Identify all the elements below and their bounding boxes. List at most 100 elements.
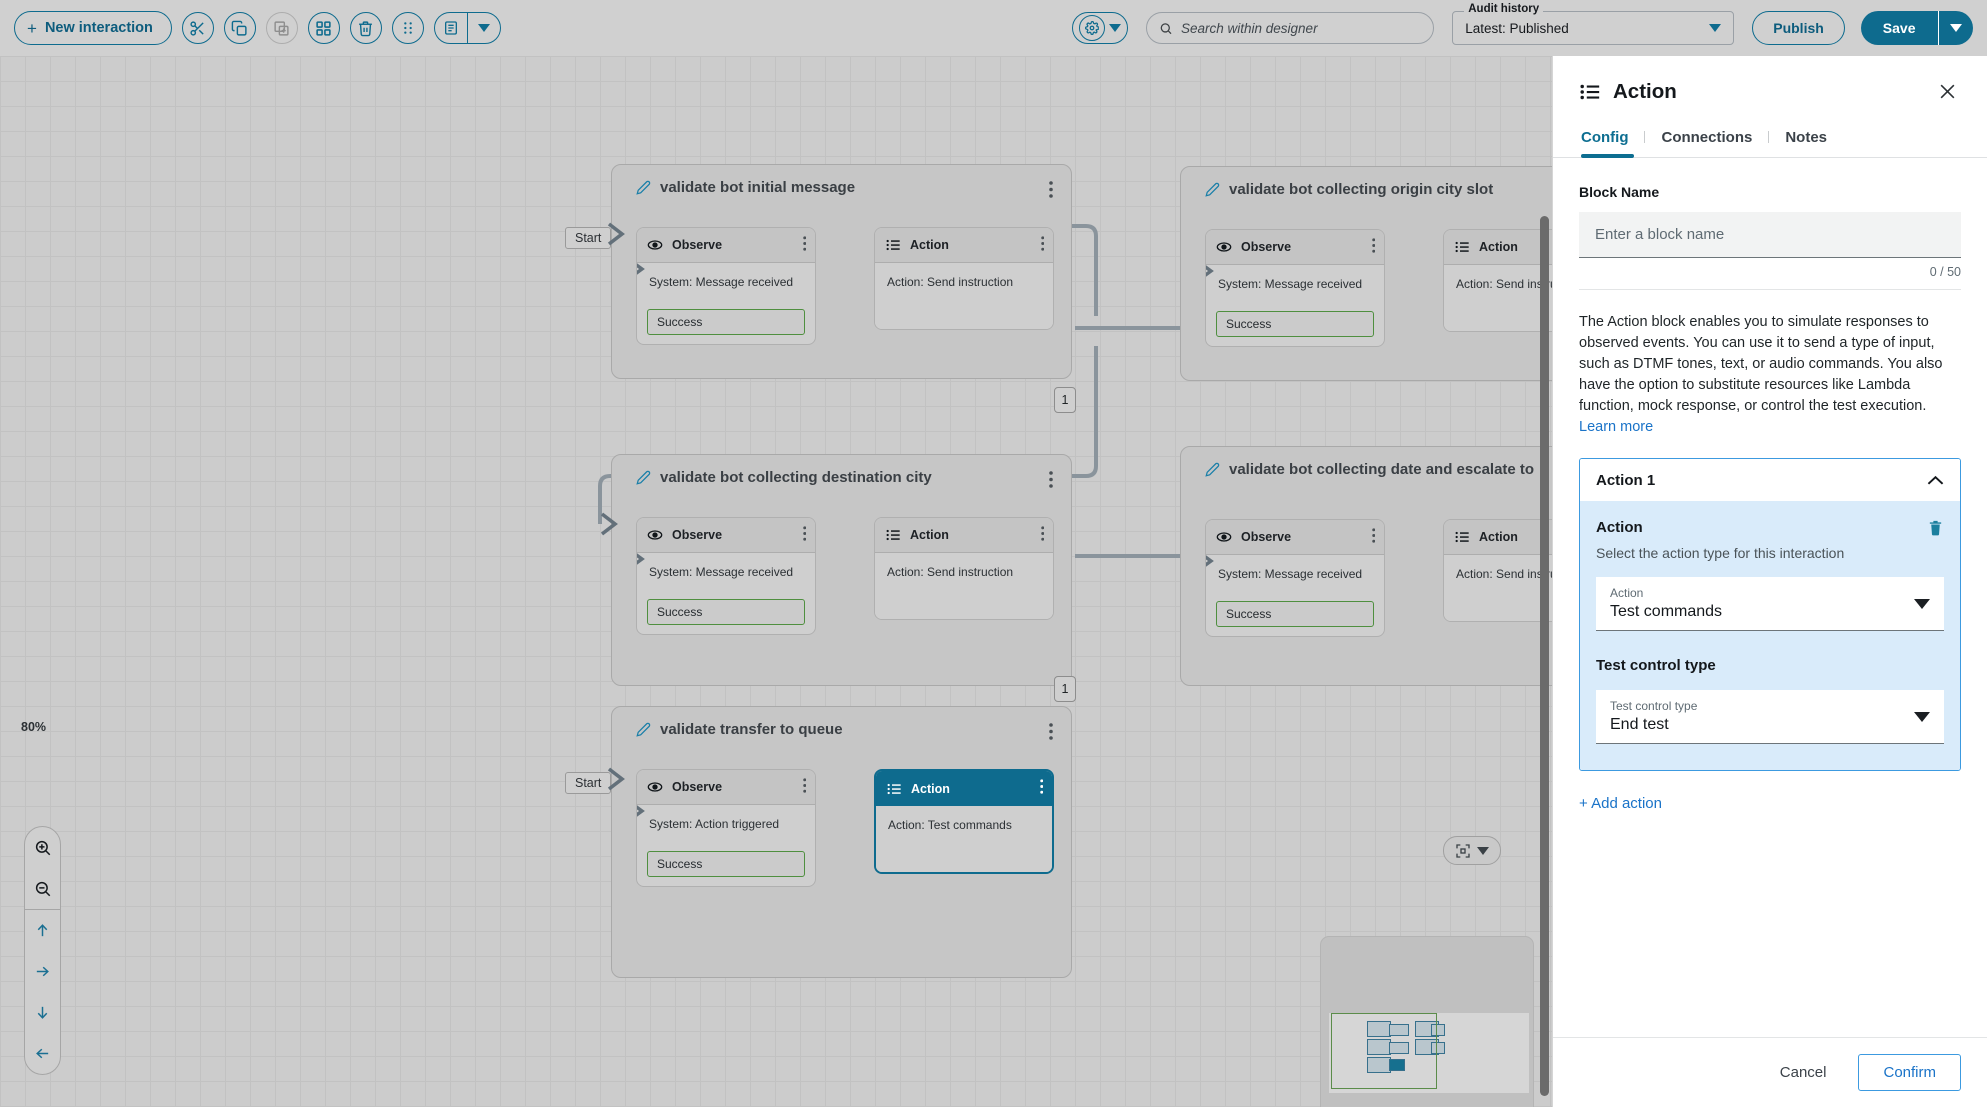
node-menu-button[interactable]	[1371, 528, 1376, 543]
flow-group[interactable]: validate bot collecting origin city slot…	[1180, 166, 1552, 381]
flow-group[interactable]: validate transfer to queue Observe Syste…	[611, 706, 1072, 978]
publish-button[interactable]: Publish	[1752, 11, 1845, 45]
node-type-label: Observe	[1241, 240, 1292, 254]
copy-icon-button[interactable]	[223, 12, 256, 44]
observe-node[interactable]: Observe System: Action triggered Success	[636, 769, 816, 887]
learn-more-link[interactable]: Learn more	[1579, 419, 1654, 436]
audit-history-select[interactable]: Latest: Published	[1452, 11, 1735, 45]
delete-icon-button[interactable]	[349, 12, 382, 44]
search-box[interactable]	[1146, 12, 1435, 44]
action-node-selected[interactable]: Action Action: Test commands	[874, 769, 1054, 874]
action-node[interactable]: Action Action: Send instruction	[874, 517, 1054, 620]
observe-node[interactable]: Observe System: Message received Success	[1205, 519, 1385, 637]
node-menu-button[interactable]	[1040, 236, 1045, 251]
node-header[interactable]: Action	[875, 228, 1053, 263]
gear-icon-button[interactable]	[1079, 15, 1106, 41]
observe-node[interactable]: Observe System: Message received Success	[636, 227, 816, 345]
flow-group-menu-button[interactable]	[1049, 471, 1053, 488]
node-header[interactable]: Action	[1444, 230, 1552, 265]
edit-pencil-icon[interactable]	[636, 722, 651, 737]
minimap-toggle-button[interactable]	[1443, 836, 1501, 865]
pan-up-button[interactable]	[25, 910, 60, 951]
search-input[interactable]	[1180, 20, 1422, 36]
node-header[interactable]: Action	[876, 771, 1052, 806]
chevron-down-icon[interactable]	[1109, 24, 1122, 32]
group-icon-button[interactable]	[307, 12, 340, 44]
collapse-button[interactable]	[1927, 475, 1944, 486]
flow-group[interactable]: validate bot collecting date and escalat…	[1180, 446, 1552, 686]
paste-icon-button[interactable]	[265, 12, 298, 44]
action-node[interactable]: Action Action: Send instruction	[874, 227, 1054, 330]
node-header[interactable]: Observe	[637, 770, 815, 805]
block-name-input[interactable]	[1579, 212, 1961, 258]
tab-config[interactable]: Config	[1579, 121, 1644, 158]
node-output-port[interactable]: Success	[647, 851, 805, 877]
flow-group-menu-button[interactable]	[1049, 723, 1053, 740]
flow-group-title[interactable]: validate bot collecting date and escalat…	[1205, 461, 1534, 478]
minimap-viewport[interactable]	[1331, 1013, 1437, 1089]
action-node[interactable]: Action Action: Send instruc	[1443, 229, 1552, 332]
save-button[interactable]: Save	[1860, 11, 1938, 45]
cut-icon-button[interactable]	[181, 12, 214, 44]
zoom-out-button[interactable]	[25, 868, 60, 909]
node-header[interactable]: Action	[875, 518, 1053, 553]
zoom-in-button[interactable]	[25, 827, 60, 868]
flow-group[interactable]: validate bot collecting destination city…	[611, 454, 1072, 686]
canvas-scrollbar[interactable]	[1540, 216, 1549, 1096]
node-type-label: Observe	[672, 528, 723, 542]
node-header[interactable]: Observe	[637, 518, 815, 553]
node-header[interactable]: Action	[1444, 520, 1552, 555]
flow-group-title[interactable]: validate transfer to queue	[636, 721, 843, 738]
node-menu-button[interactable]	[1371, 238, 1376, 253]
add-action-link[interactable]: + Add action	[1579, 795, 1662, 813]
node-menu-button[interactable]	[802, 526, 807, 541]
confirm-button[interactable]: Confirm	[1858, 1054, 1961, 1091]
observe-node[interactable]: Observe System: Message received Success	[1205, 229, 1385, 347]
save-dropdown-button[interactable]	[1939, 11, 1973, 45]
new-interaction-button[interactable]: + New interaction	[14, 11, 172, 45]
drag-handle-icon-button[interactable]	[391, 12, 424, 44]
connection-label[interactable]: 1	[1054, 676, 1076, 702]
tab-connections[interactable]: Connections	[1661, 129, 1753, 146]
node-output-port[interactable]: Success	[1216, 601, 1374, 627]
node-output-port[interactable]: Success	[647, 599, 805, 625]
node-header[interactable]: Observe	[1206, 520, 1384, 555]
pan-down-button[interactable]	[25, 992, 60, 1033]
node-output-port[interactable]: Success	[647, 309, 805, 335]
edit-pencil-icon[interactable]	[636, 180, 651, 195]
action-node[interactable]: Action Action: Send instruc	[1443, 519, 1552, 622]
node-menu-button[interactable]	[1040, 526, 1045, 541]
cancel-button[interactable]: Cancel	[1770, 1056, 1837, 1089]
flow-canvas[interactable]: validate bot initial message Observe Sys…	[0, 56, 1552, 1107]
edit-pencil-icon[interactable]	[1205, 182, 1220, 197]
flow-group-title[interactable]: validate bot collecting destination city	[636, 469, 932, 486]
node-menu-button[interactable]	[802, 778, 807, 793]
settings-split-button[interactable]	[1072, 12, 1129, 44]
node-header[interactable]: Observe	[1206, 230, 1384, 265]
node-menu-button[interactable]	[1039, 779, 1044, 794]
node-menu-button[interactable]	[802, 236, 807, 251]
action-card-header[interactable]: Action 1	[1580, 459, 1960, 502]
notes-icon-button[interactable]	[435, 13, 467, 43]
notes-dropdown-button[interactable]	[468, 13, 500, 43]
pan-right-button[interactable]	[25, 951, 60, 992]
action-type-select[interactable]: Action Test commands	[1596, 577, 1944, 632]
edit-pencil-icon[interactable]	[1205, 462, 1220, 477]
flow-group-menu-button[interactable]	[1049, 181, 1053, 198]
flow-group-title[interactable]: validate bot collecting origin city slot	[1205, 181, 1493, 198]
node-output-port[interactable]: Success	[1216, 311, 1374, 337]
node-header[interactable]: Observe	[637, 228, 815, 263]
close-button[interactable]	[1934, 78, 1961, 105]
tab-notes[interactable]: Notes	[1785, 129, 1828, 146]
pan-left-button[interactable]	[25, 1033, 60, 1074]
edit-pencil-icon[interactable]	[636, 470, 651, 485]
observe-node[interactable]: Observe System: Message received Success	[636, 517, 816, 635]
notes-split-button[interactable]	[433, 12, 502, 44]
test-control-type-select[interactable]: Test control type End test	[1596, 690, 1944, 745]
minimap[interactable]	[1320, 936, 1534, 1107]
flow-group-title[interactable]: validate bot initial message	[636, 179, 855, 196]
delete-action-button[interactable]	[1927, 519, 1944, 537]
connection-label[interactable]: 1	[1054, 387, 1076, 413]
flow-group[interactable]: validate bot initial message Observe Sys…	[611, 164, 1072, 379]
node-body: System: Message received	[1206, 265, 1384, 301]
